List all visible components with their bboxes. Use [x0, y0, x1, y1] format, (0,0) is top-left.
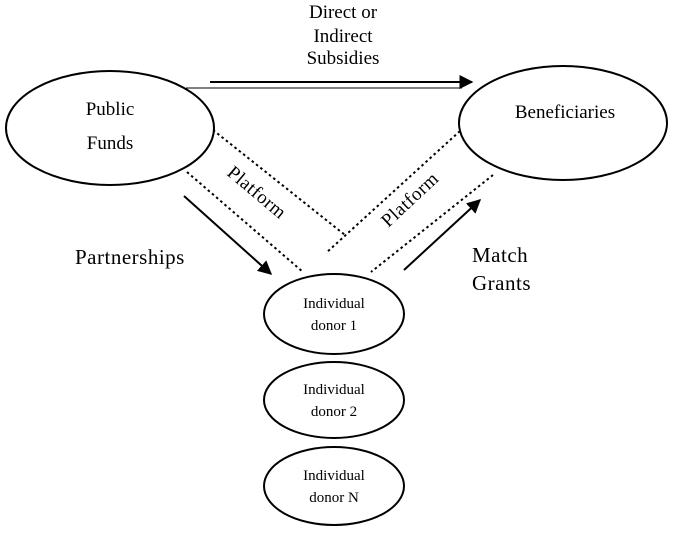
platform-channels: [186, 129, 494, 273]
beneficiaries-label: Beneficiaries: [515, 102, 615, 123]
subsidies-arrow: [186, 75, 474, 89]
match-grants-label-line2: Grants: [472, 271, 531, 295]
platform-left-lower-line: [186, 171, 304, 273]
donor-n-label-line1: Individual: [303, 468, 365, 484]
donor-n-label-line2: donor N: [309, 490, 359, 506]
match-grants-arrow: [403, 199, 482, 271]
match-grants-label-line1: Match: [472, 243, 528, 267]
individual-donor-n-node: Individual donor N: [263, 446, 405, 526]
subsidies-label-line2: Indirect: [313, 26, 373, 47]
subsidies-label: Direct or Indirect Subsidies: [307, 2, 380, 69]
platform-right-label: Platform: [377, 168, 443, 231]
partnerships-label: Partnerships: [75, 245, 185, 269]
partnerships-arrow: [183, 195, 273, 275]
donor-2-label-line2: donor 2: [311, 404, 357, 420]
public-funds-label-line2: Funds: [87, 133, 133, 154]
donor-2-label-line1: Individual: [303, 382, 365, 398]
subsidies-label-line1: Direct or: [309, 2, 378, 23]
public-funds-node: Public Funds: [5, 70, 215, 186]
match-grants-label: Match Grants: [472, 243, 531, 295]
public-funds-label-line1: Public: [86, 99, 135, 120]
donor-1-label-line2: donor 1: [311, 318, 357, 334]
platform-right-upper-line: [325, 130, 461, 254]
platform-right-lower-line: [370, 174, 494, 273]
platform-left-upper-line: [212, 129, 346, 236]
platform-left-label: Platform: [223, 162, 291, 223]
individual-donor-2-node: Individual donor 2: [263, 361, 405, 439]
individual-donor-1-node: Individual donor 1: [263, 273, 405, 355]
donor-1-label-line1: Individual: [303, 296, 365, 312]
beneficiaries-node: Beneficiaries: [458, 65, 668, 181]
subsidies-label-line3: Subsidies: [307, 48, 380, 69]
